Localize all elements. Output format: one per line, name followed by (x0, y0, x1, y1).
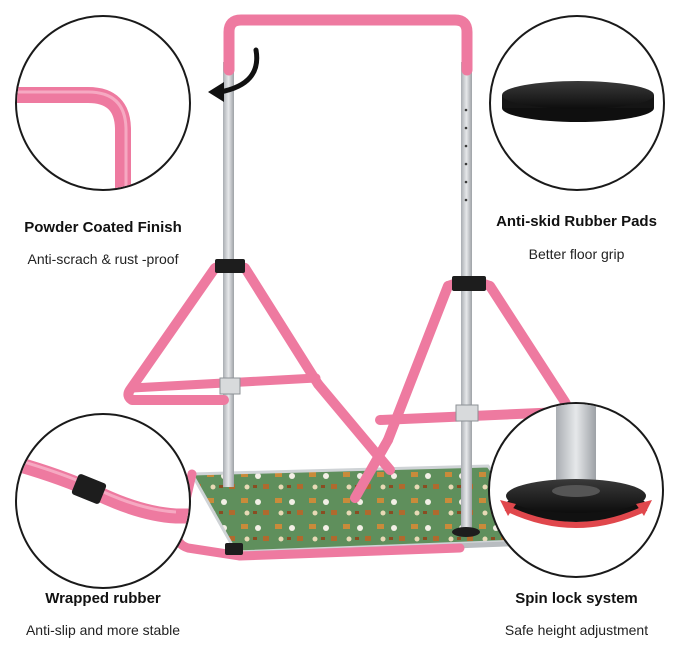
detail-circle-wrap (15, 413, 191, 589)
feature-title-pads: Anti-skid Rubber Pads (496, 213, 657, 230)
clamp (452, 276, 486, 291)
feature-subtitle-pads: Better floor grip (528, 246, 625, 262)
feature-subtitle-finish: Anti-scrach & rust -proof (27, 251, 179, 267)
feature-title-spin: Spin lock system (515, 590, 638, 607)
clamp (215, 259, 245, 273)
detail-circle-finish (15, 15, 191, 191)
curved-arrow-icon (208, 47, 260, 102)
detail-circle-spin (488, 402, 664, 578)
detail-circle-pads (489, 15, 665, 191)
feature-title-finish: Powder Coated Finish (24, 219, 182, 236)
feature-subtitle-spin: Safe height adjustment (504, 622, 649, 638)
feature-subtitle-wrap: Anti-slip and more stable (25, 622, 181, 638)
feature-title-wrap: Wrapped rubber (45, 590, 161, 607)
